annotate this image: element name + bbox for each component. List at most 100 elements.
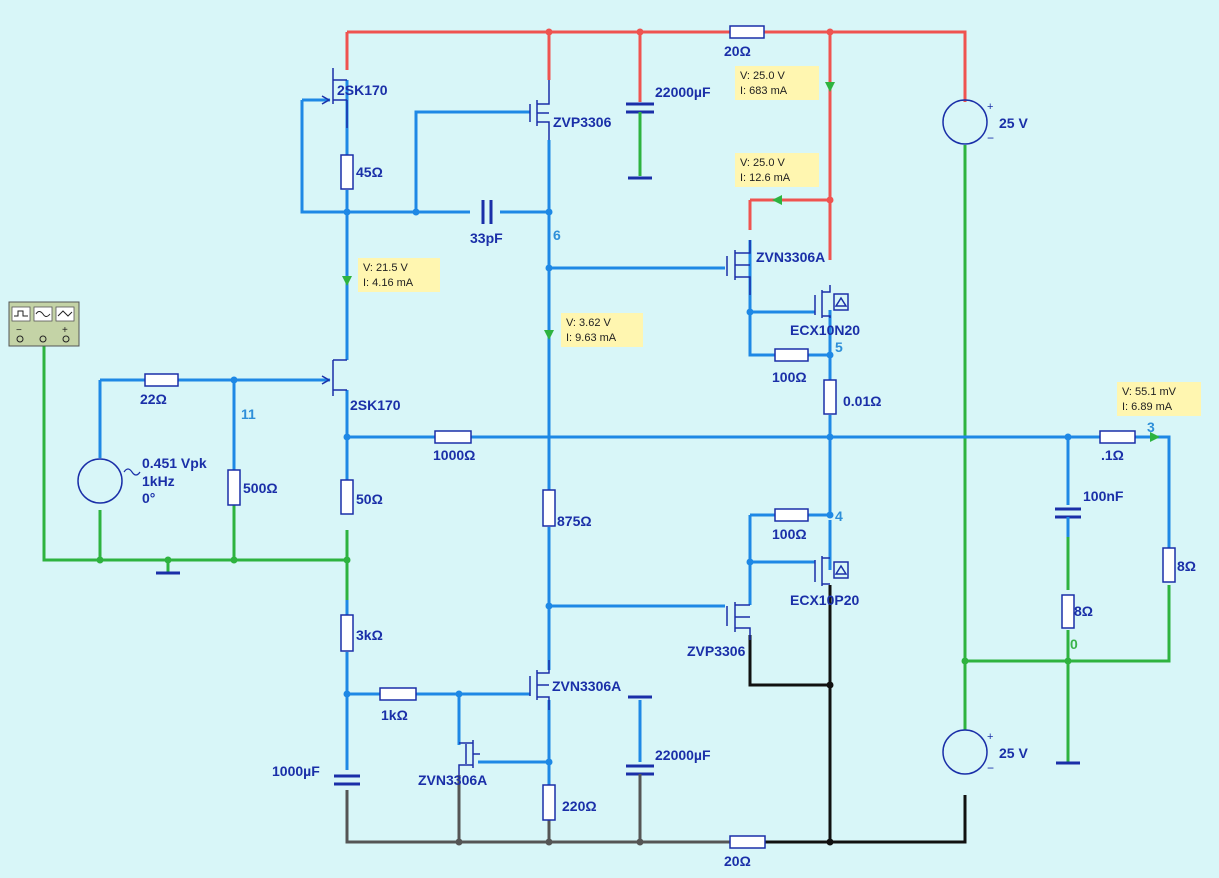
resistor-875[interactable] <box>542 489 556 527</box>
label-3k: 3kΩ <box>356 627 383 643</box>
mosfet-ecx10p20[interactable] <box>814 556 849 586</box>
probe-3[interactable]: V: 21.5 V I: 4.16 mA <box>358 258 440 292</box>
resistor-100-bot[interactable] <box>774 508 809 522</box>
mosfet-ecx10n20[interactable] <box>814 285 849 318</box>
label-8-load: 8Ω <box>1177 558 1196 574</box>
label-vin-amplitude: 0.451 Vpk <box>142 455 207 471</box>
resistor-50[interactable] <box>340 479 354 515</box>
resistor-500[interactable] <box>227 469 241 506</box>
mosfet-zvn3306a-top[interactable] <box>726 240 751 295</box>
dc-source-top[interactable]: + − <box>942 99 994 145</box>
svg-text:+: + <box>62 325 68 336</box>
transistors <box>321 68 849 775</box>
mosfet-zvp3306-bottom[interactable] <box>726 602 751 640</box>
label-50: 50Ω <box>356 491 383 507</box>
probe-1-current: I: 683 mA <box>740 85 788 97</box>
label-vin-phase: 0° <box>142 490 155 506</box>
resistor-8-zobel[interactable] <box>1061 594 1075 629</box>
resistor-8-load[interactable] <box>1162 547 1176 583</box>
label-2sk170-top: 2SK170 <box>337 82 388 98</box>
label-vin-frequency: 1kHz <box>142 473 175 489</box>
capacitor-22000-top[interactable] <box>626 95 654 130</box>
resistor-22[interactable] <box>144 373 179 387</box>
mosfet-zvp3306-top[interactable] <box>529 80 550 140</box>
mosfet-zvn3306a-low[interactable] <box>458 740 480 775</box>
resistors <box>144 25 1176 849</box>
resistor-0.1[interactable] <box>1099 430 1136 444</box>
voltage-sources: + − + − <box>77 99 994 775</box>
label-0.1: .1Ω <box>1101 447 1124 463</box>
resistor-45[interactable] <box>340 154 354 190</box>
probe-4[interactable]: V: 3.62 V I: 9.63 mA <box>561 313 643 347</box>
svg-text:−: − <box>987 761 994 775</box>
label-zvp3306-bottom: ZVP3306 <box>687 643 746 659</box>
probe-4-voltage: V: 3.62 V <box>566 317 612 329</box>
label-vsrc-bottom: 25 V <box>999 745 1028 761</box>
node-6: 6 <box>553 227 561 243</box>
node-5: 5 <box>835 339 843 355</box>
resistor-220[interactable] <box>542 784 556 821</box>
probe-1[interactable]: V: 25.0 V I: 683 mA <box>735 66 819 100</box>
probe-2[interactable]: V: 25.0 V I: 12.6 mA <box>735 153 819 187</box>
node-4: 4 <box>835 508 843 524</box>
label-8-zobel: 8Ω <box>1074 603 1093 619</box>
wires <box>42 30 1171 844</box>
label-100-bot: 100Ω <box>772 526 807 542</box>
capacitor-33p[interactable] <box>481 200 493 224</box>
current-arrows <box>342 82 1160 442</box>
label-22: 22Ω <box>140 391 167 407</box>
grounds <box>156 176 1080 765</box>
resistor-1000[interactable] <box>434 430 472 444</box>
probe-2-current: I: 12.6 mA <box>740 172 791 184</box>
probe-5-current: I: 6.89 mA <box>1122 401 1173 413</box>
label-20-bot: 20Ω <box>724 853 751 869</box>
label-vsrc-top: 25 V <box>999 115 1028 131</box>
probe-2-voltage: V: 25.0 V <box>740 157 786 169</box>
resistor-0.01[interactable] <box>823 379 837 415</box>
function-generator-icon[interactable]: − + <box>8 301 80 347</box>
resistor-20-top[interactable] <box>729 25 765 39</box>
label-zvn3306a-top: ZVN3306A <box>756 249 825 265</box>
capacitor-22000-bot[interactable] <box>626 764 654 790</box>
resistor-20-bot[interactable] <box>729 835 766 849</box>
svg-text:+: + <box>987 101 993 113</box>
component-labels: 2SK170 ZVP3306 22000µF 20Ω 25 V 45Ω 33pF… <box>140 43 1196 869</box>
label-1k: 1kΩ <box>381 707 408 723</box>
label-22000u-bot: 22000µF <box>655 747 711 763</box>
label-100-top: 100Ω <box>772 369 807 385</box>
label-zvp3306-top: ZVP3306 <box>553 114 612 130</box>
label-45: 45Ω <box>356 164 383 180</box>
ac-source[interactable] <box>77 458 141 504</box>
svg-text:+: + <box>987 731 993 743</box>
label-2sk170-bottom: 2SK170 <box>350 397 401 413</box>
resistor-100-top[interactable] <box>774 348 809 362</box>
node-labels: 6 5 11 3 4 0 <box>241 227 1155 652</box>
dc-source-bottom[interactable]: + − <box>942 729 994 775</box>
label-220: 220Ω <box>562 798 597 814</box>
label-33p: 33pF <box>470 230 503 246</box>
resistor-3k[interactable] <box>340 614 354 652</box>
node-3: 3 <box>1147 419 1155 435</box>
probe-4-current: I: 9.63 mA <box>566 332 617 344</box>
resistor-1k[interactable] <box>379 687 417 701</box>
probe-3-current: I: 4.16 mA <box>363 277 414 289</box>
mosfet-zvn3306a-mid[interactable] <box>529 660 550 710</box>
probe-5[interactable]: V: 55.1 mV I: 6.89 mA <box>1117 382 1201 416</box>
probe-1-voltage: V: 25.0 V <box>740 70 786 82</box>
capacitors <box>334 95 1081 790</box>
svg-text:−: − <box>987 131 994 145</box>
label-zvn3306a-mid: ZVN3306A <box>552 678 621 694</box>
label-875: 875Ω <box>557 513 592 529</box>
node-11: 11 <box>241 406 256 422</box>
node-0: 0 <box>1070 636 1078 652</box>
capacitor-100n[interactable] <box>1055 507 1081 537</box>
capacitor-1000u[interactable] <box>334 774 360 786</box>
label-22000u-top: 22000µF <box>655 84 711 100</box>
jfet-2sk170-top[interactable] <box>321 68 348 128</box>
probe-3-voltage: V: 21.5 V <box>363 262 409 274</box>
label-100n: 100nF <box>1083 488 1124 504</box>
jfet-2sk170-bottom[interactable] <box>321 359 347 396</box>
label-ecx10p20: ECX10P20 <box>790 592 859 608</box>
junction-dots <box>96 28 1072 846</box>
